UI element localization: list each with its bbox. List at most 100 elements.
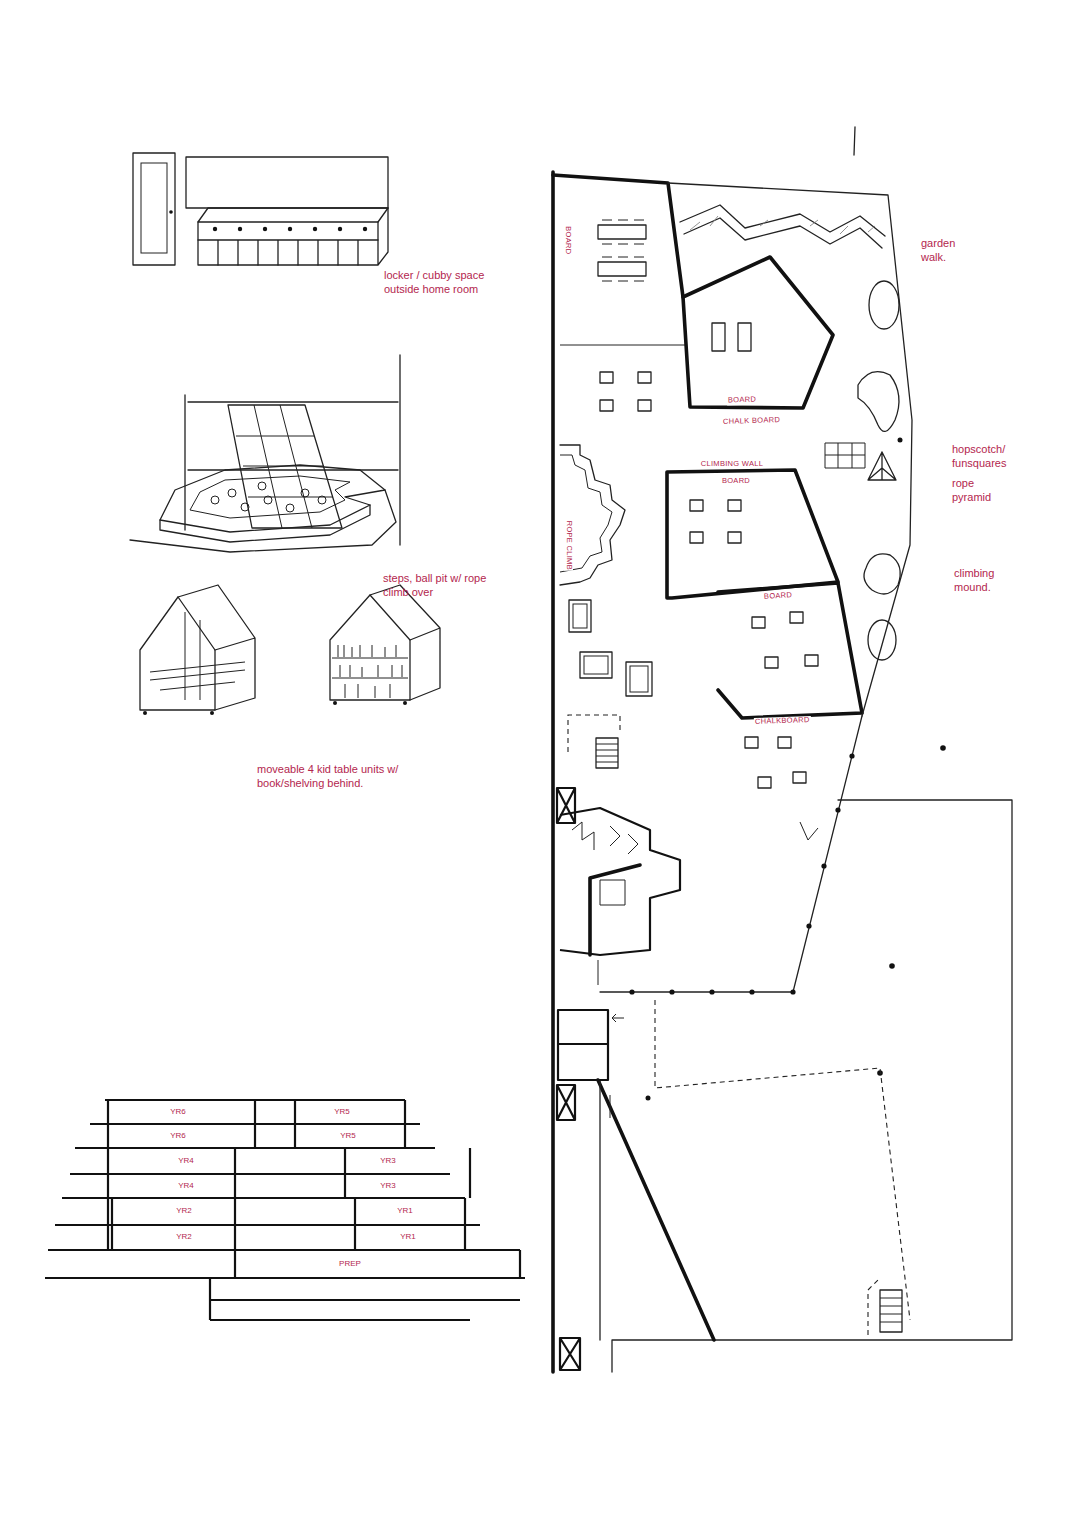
section-label: YR5 xyxy=(340,1132,356,1141)
wheel xyxy=(333,701,337,705)
ball xyxy=(228,489,236,497)
sofa-seat xyxy=(584,656,608,674)
stair-treads xyxy=(596,744,618,762)
lift-shaft xyxy=(557,788,575,823)
table xyxy=(690,500,703,511)
post xyxy=(898,438,903,443)
annotation-note: moveable 4 kid table units w/ book/shelv… xyxy=(257,762,447,791)
table xyxy=(598,262,646,276)
classroom-wall xyxy=(553,175,683,297)
section-label: YR6 xyxy=(170,1108,186,1117)
door-knob xyxy=(169,210,173,214)
door-arrow xyxy=(612,1014,624,1022)
ball-pit-sketch xyxy=(130,355,400,552)
mound xyxy=(868,620,896,660)
lift-shaft xyxy=(560,1338,580,1370)
section-drawing xyxy=(45,1100,525,1320)
board-label: BOARD xyxy=(564,225,573,255)
ball xyxy=(258,482,266,490)
board-label: CHALKBOARD xyxy=(754,716,811,727)
section-label: YR3 xyxy=(380,1182,396,1191)
hooks xyxy=(213,227,367,231)
ball xyxy=(286,504,294,512)
table xyxy=(752,617,765,628)
section-label: YR4 xyxy=(178,1157,194,1166)
chairs xyxy=(602,220,644,281)
rope-pyramid xyxy=(868,452,896,480)
stair-path xyxy=(868,1280,878,1335)
ball-pit xyxy=(190,476,350,518)
column xyxy=(629,989,634,994)
hook xyxy=(263,227,267,231)
column xyxy=(806,923,811,928)
cubbies xyxy=(198,240,378,265)
annotation-note: garden walk. xyxy=(921,236,981,265)
garden-walk-hatch xyxy=(690,216,875,234)
toilet-fixtures xyxy=(572,822,638,905)
sofa xyxy=(569,600,591,632)
ball xyxy=(264,496,272,504)
annotation-note: steps, ball pit w/ rope climb over xyxy=(383,571,495,600)
store-room xyxy=(558,1010,608,1044)
floor-lines xyxy=(45,1100,525,1320)
column xyxy=(821,863,826,868)
mound xyxy=(858,372,899,432)
door-panel xyxy=(141,163,167,253)
wheel xyxy=(403,701,407,705)
ball xyxy=(318,496,326,504)
door-mark xyxy=(598,960,610,1118)
sofa xyxy=(580,652,612,678)
unit-front xyxy=(140,597,215,710)
hook xyxy=(363,227,367,231)
table xyxy=(805,655,818,666)
board-label: CHALK BOARD xyxy=(722,416,781,427)
room-divider xyxy=(560,345,687,346)
annotation-note: hopscotch/ funsquares xyxy=(952,442,1032,471)
table xyxy=(778,737,791,748)
ramp-wall xyxy=(598,1080,714,1340)
classroom-wall xyxy=(667,470,838,598)
stair-treads xyxy=(880,1298,902,1322)
balls xyxy=(211,482,326,512)
wheel xyxy=(143,711,147,715)
table xyxy=(638,372,651,383)
mound xyxy=(869,281,899,329)
hook xyxy=(213,227,217,231)
unit-side xyxy=(178,585,255,710)
board-label: BOARD xyxy=(727,395,757,405)
unit-seats xyxy=(150,612,245,700)
column xyxy=(940,745,946,751)
wheel xyxy=(210,711,214,715)
platform xyxy=(160,465,385,532)
section-label: YR2 xyxy=(176,1233,192,1242)
books xyxy=(332,645,408,698)
room-walls xyxy=(108,1100,520,1320)
table xyxy=(738,323,751,351)
floor-plan xyxy=(553,127,1012,1372)
column xyxy=(646,1096,651,1101)
hook xyxy=(338,227,342,231)
section-label: PREP xyxy=(339,1260,361,1269)
sofa-seat xyxy=(630,666,648,692)
climbing-mound xyxy=(864,554,900,594)
toilet-block xyxy=(560,808,680,955)
steps xyxy=(130,490,396,552)
table xyxy=(793,772,806,783)
door xyxy=(133,153,175,265)
hook xyxy=(313,227,317,231)
table xyxy=(690,532,703,543)
sofa-seat xyxy=(573,604,587,628)
classroom-wall xyxy=(718,583,862,718)
stair-path xyxy=(568,715,620,752)
shelf-front xyxy=(330,595,410,700)
locker-sketch xyxy=(133,153,388,265)
annotation-note: locker / cubby space outside home room xyxy=(384,268,496,297)
annotation-note: climbing mound. xyxy=(954,566,1022,595)
column xyxy=(709,989,714,994)
classroom-wall xyxy=(683,257,833,408)
table xyxy=(758,777,771,788)
bench-body xyxy=(198,208,388,265)
table xyxy=(790,612,803,623)
section-label: YR1 xyxy=(397,1207,413,1216)
